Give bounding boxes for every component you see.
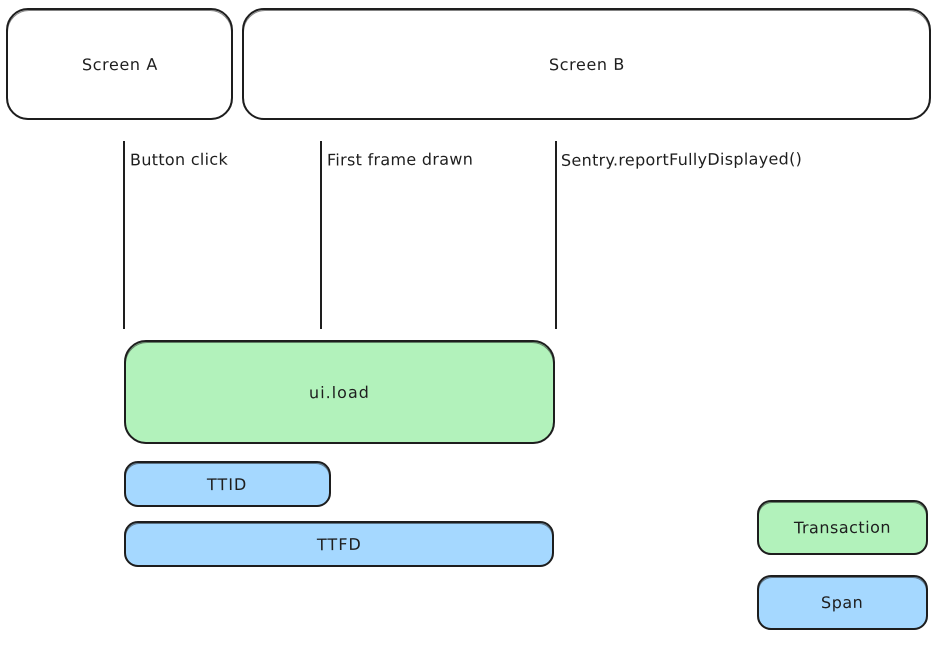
marker-line-report-fully-displayed bbox=[555, 141, 557, 329]
screen-a-box[interactable]: Screen A bbox=[6, 8, 233, 120]
marker-line-first-frame-drawn bbox=[320, 141, 322, 329]
marker-label-report-fully-displayed: Sentry.reportFullyDisplayed() bbox=[560, 149, 803, 170]
legend-transaction[interactable]: Transaction bbox=[757, 500, 928, 555]
marker-label-button-click: Button click bbox=[129, 149, 229, 170]
marker-label-first-frame-drawn: First frame drawn bbox=[326, 149, 474, 170]
bar-ttid[interactable]: TTID bbox=[124, 461, 331, 507]
bar-ttfd-label: TTFD bbox=[316, 534, 362, 554]
screen-b-box[interactable]: Screen B bbox=[242, 8, 931, 120]
legend-span-label: Span bbox=[821, 592, 864, 613]
bar-ui-load-label: ui.load bbox=[308, 382, 371, 402]
marker-line-button-click bbox=[123, 141, 125, 329]
bar-ttfd[interactable]: TTFD bbox=[124, 521, 554, 567]
screen-b-label: Screen B bbox=[548, 54, 625, 74]
bar-ttid-label: TTID bbox=[207, 474, 248, 494]
bar-ui-load[interactable]: ui.load bbox=[124, 340, 555, 444]
screen-a-label: Screen A bbox=[81, 54, 158, 74]
legend-span[interactable]: Span bbox=[757, 575, 928, 630]
legend-transaction-label: Transaction bbox=[793, 517, 892, 538]
